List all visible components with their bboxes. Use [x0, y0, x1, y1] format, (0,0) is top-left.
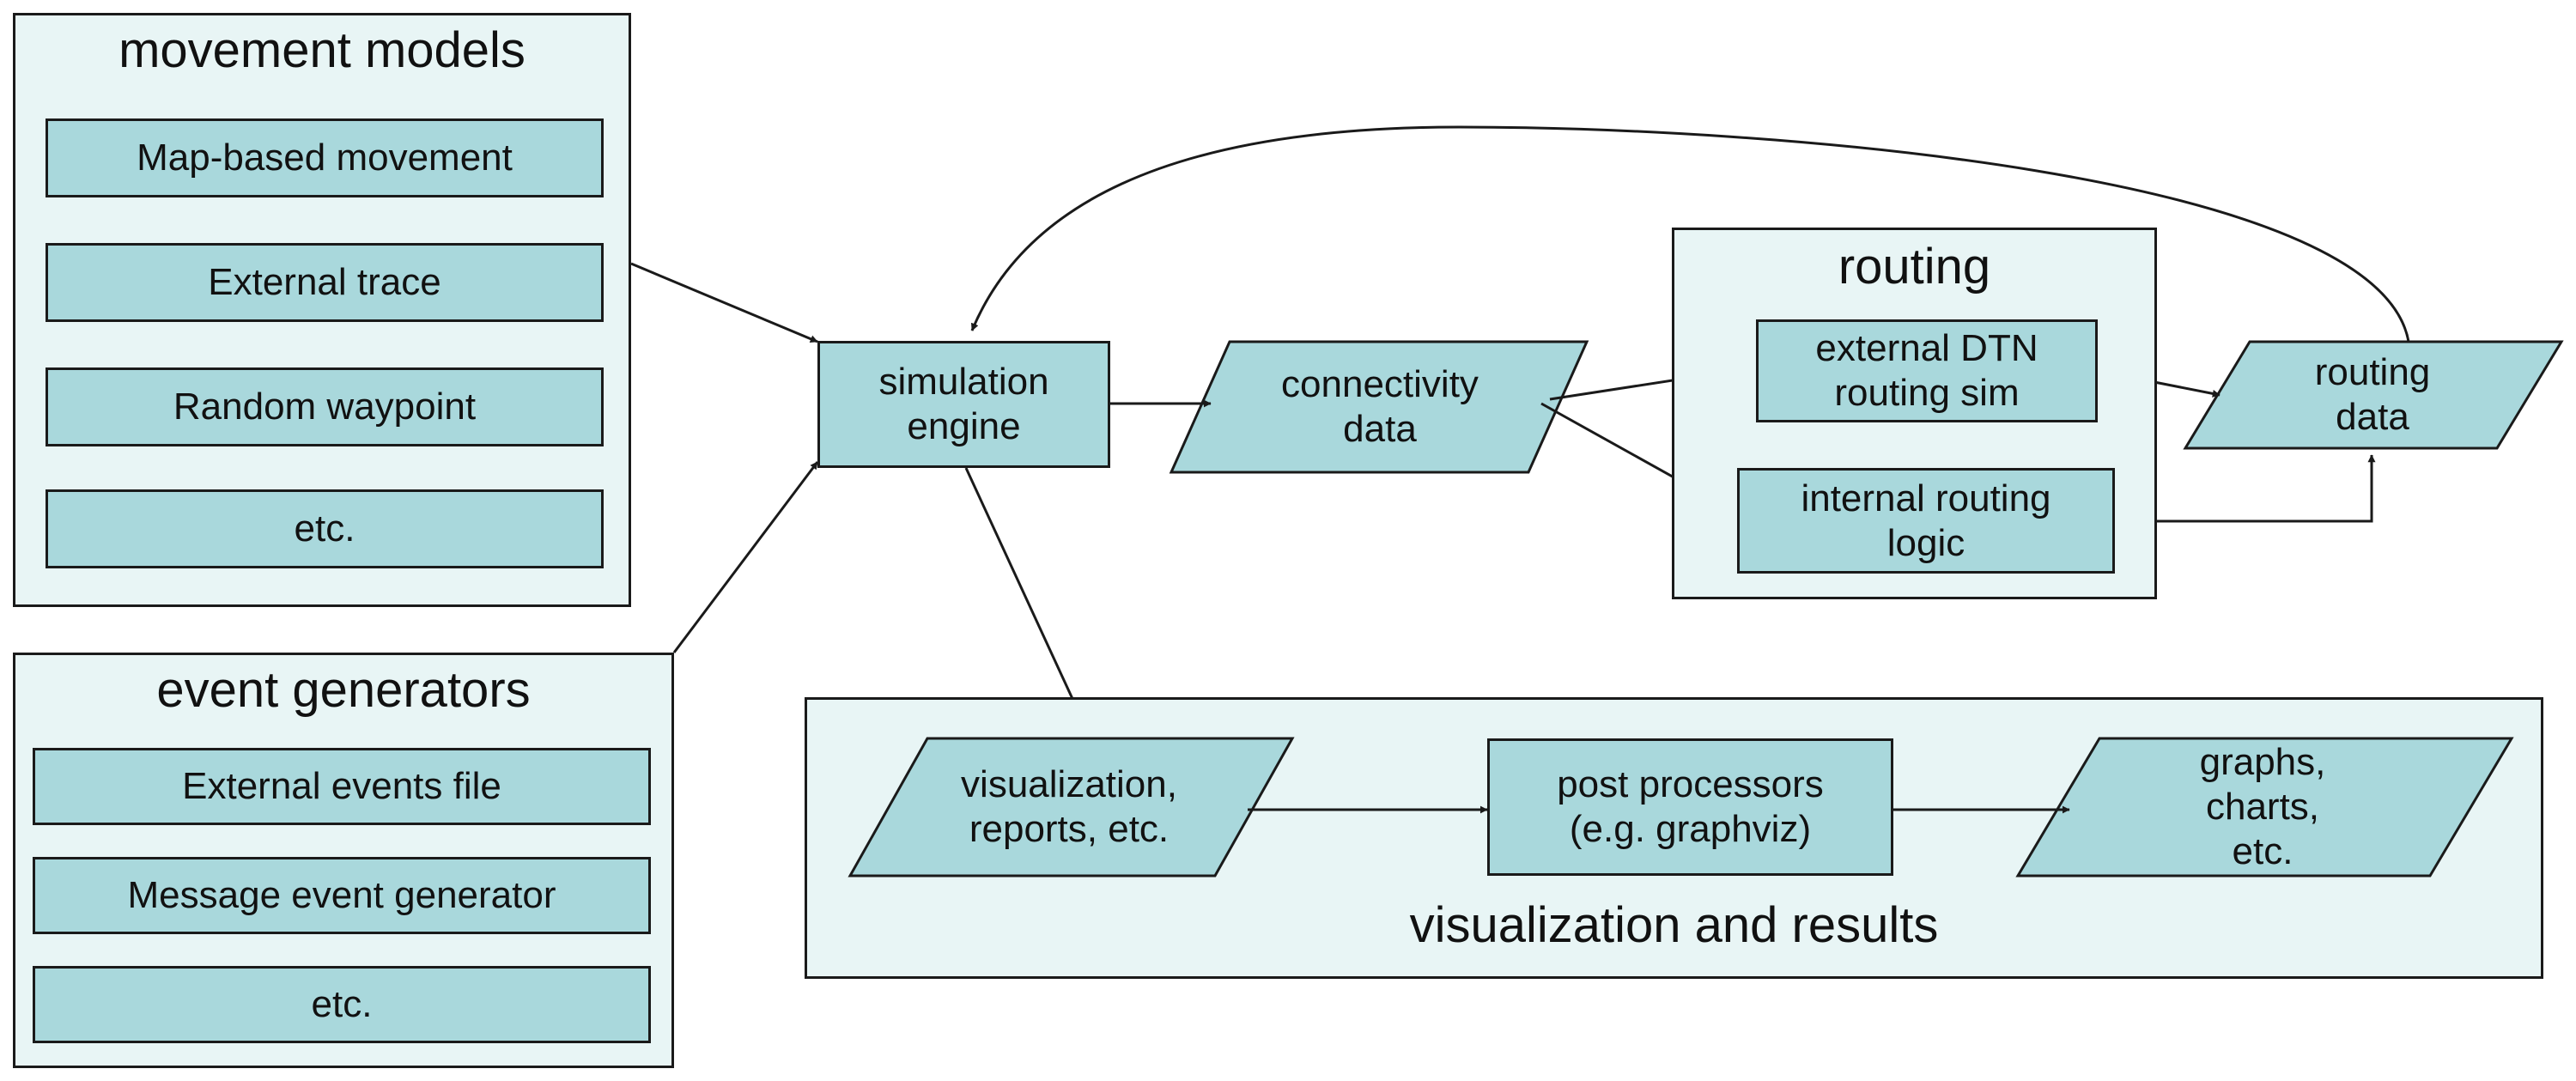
internal-routing-logic-node[interactable]: internal routing logic	[1737, 468, 2115, 574]
graphs-charts-shape	[2015, 737, 2514, 878]
visualization-reports-label: visualization, reports, etc.	[961, 763, 1177, 850]
movement-etc-item[interactable]: etc.	[46, 489, 604, 568]
simulation-engine-node[interactable]: simulation engine	[817, 341, 1110, 468]
arrow-routing-data-feedback	[970, 125, 2410, 343]
routing-data-label: routing data	[2314, 351, 2431, 438]
arrow-movement-to-engine	[630, 262, 818, 343]
connectivity-data-shape	[1169, 340, 1589, 474]
movement-models-title: movement models	[118, 22, 526, 78]
routing-data-shape	[2183, 340, 2564, 450]
arrow-internal-to-routing-data	[2115, 454, 2376, 523]
routing-title: routing	[1838, 239, 1991, 295]
connectivity-data-label: connectivity data	[1281, 363, 1479, 450]
event-etc-item[interactable]: etc.	[33, 966, 651, 1043]
external-dtn-routing-sim-node[interactable]: external DTN routing sim	[1756, 319, 2098, 422]
visualization-reports-shape	[848, 737, 1295, 878]
post-processors-node[interactable]: post processors (e.g. graphviz)	[1487, 738, 1893, 876]
message-event-generator-item[interactable]: Message event generator	[33, 857, 651, 934]
map-based-movement-item[interactable]: Map-based movement	[46, 118, 604, 197]
arrow-events-to-engine	[672, 461, 819, 653]
visualization-results-group: visualization, reports, etc. post proces…	[805, 697, 2543, 979]
arrow-engine-to-results	[964, 467, 1091, 735]
external-trace-item[interactable]: External trace	[46, 243, 604, 322]
random-waypoint-item[interactable]: Random waypoint	[46, 367, 604, 446]
visualization-results-title: visualization and results	[1409, 897, 1939, 953]
graphs-charts-label: graphs, charts, etc.	[2199, 741, 2326, 872]
external-events-file-item[interactable]: External events file	[33, 748, 651, 825]
event-generators-group: event generators External events file Me…	[13, 653, 674, 1068]
event-generators-title: event generators	[156, 662, 531, 718]
results-shapes	[848, 737, 2514, 878]
movement-models-group: movement models Map-based movement Exter…	[13, 13, 631, 607]
